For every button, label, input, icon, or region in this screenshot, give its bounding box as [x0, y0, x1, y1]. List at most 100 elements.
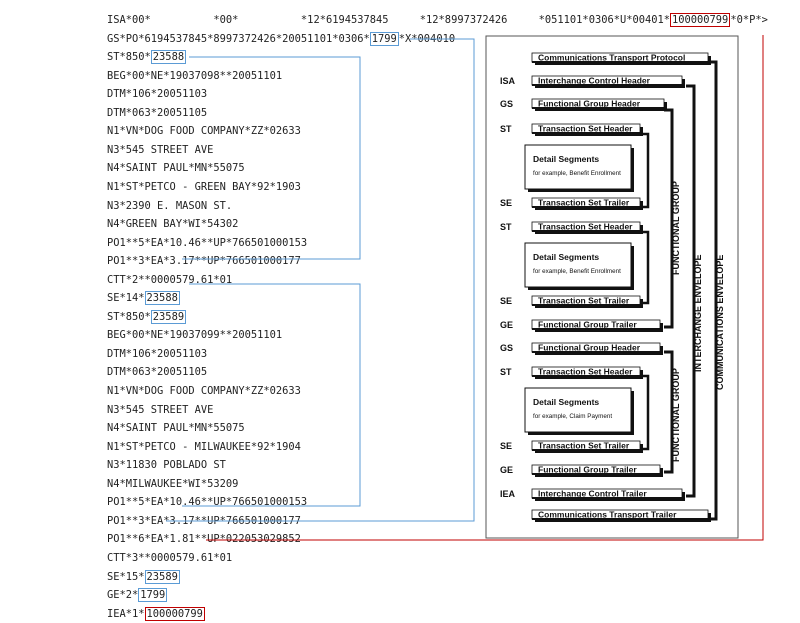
edi-segment-line: DTM*063*20051105 [107, 106, 208, 119]
segment-bar-ge-label: Functional Group Trailer [538, 465, 637, 475]
edi-segment-line: GE*2*1799 [107, 586, 168, 605]
control-number-highlight: 23589 [150, 309, 187, 324]
segment-bar-st-label: Transaction Set Header [538, 222, 633, 232]
edi-envelope-diagram: Communications Transport ProtocolCommuni… [166, 35, 764, 541]
control-number-highlight: 23588 [144, 291, 180, 306]
segment-code-ge: GE [500, 465, 513, 475]
segment-code-st: ST [500, 124, 512, 134]
segment-bar-se-label: Transaction Set Trailer [538, 296, 630, 306]
edi-segment-line: DTM*106*20051103 [107, 347, 208, 360]
communications-envelope-rail [708, 60, 718, 521]
edi-segment-line: N1*VN*DOG FOOD COMPANY*ZZ*02633 [107, 125, 301, 138]
edi-segment-line: SE*15*23589 [107, 568, 180, 587]
segment-bar-st-label: Transaction Set Header [538, 367, 633, 377]
edi-segment-line: N4*SAINT PAUL*MN*55075 [107, 162, 245, 175]
edi-segment-line: N1*ST*PETCO - MILWAUKEE*92*1904 [107, 440, 301, 453]
edi-segment-text: ST*850* [107, 310, 151, 323]
segment-bar-st-label: Transaction Set Header [538, 124, 633, 134]
edi-segment-line: DTM*106*20051103 [107, 88, 208, 101]
edi-segment-line: BEG*00*NE*19037099**20051101 [107, 329, 283, 342]
transaction-set-2-rail [640, 230, 650, 305]
edi-segment-line: BEG*00*NE*19037098**20051101 [107, 69, 283, 82]
segment-code-gs: GS [500, 343, 513, 353]
edi-segment-line: PO1**5*EA*10.46**UP*766501000153 [107, 496, 308, 509]
transaction-23588-link [182, 56, 361, 260]
envelope-structure-diagram: Communications Transport ProtocolCommuni… [485, 35, 739, 539]
detail-segments-example: for example, Claim Payment [533, 413, 612, 420]
detail-segments-box [524, 387, 632, 433]
control-number-highlight: 100000799 [670, 13, 731, 27]
control-number-highlight: 23588 [150, 50, 187, 65]
functional-group-label: FUNCTIONAL GROUP [671, 181, 681, 275]
communications-envelope-label: COMMUNICATIONS ENVELOPE [715, 255, 725, 390]
edi-segment-text: ISA*00* *00* *12*6194537845 *12*89973724… [107, 14, 671, 26]
edi-segment-text: GS*PO*6194537845*8997372426*20051101*030… [107, 32, 370, 45]
interchange-envelope-rail [686, 84, 696, 498]
detail-segments-box [524, 242, 632, 288]
control-number-highlight: 100000799 [144, 606, 205, 621]
edi-segment-line: SE*14*23588 [107, 289, 180, 308]
transaction-set-3-rail [640, 374, 650, 451]
edi-segment-line: N4*MILWAUKEE*WI*53209 [107, 477, 239, 490]
segment-bar-se-label: Transaction Set Trailer [538, 441, 630, 451]
detail-segments-example: for example, Benefit Enrollment [533, 268, 621, 275]
edi-segment-line: N4*SAINT PAUL*MN*55075 [107, 422, 245, 435]
control-number-highlight: 1799 [369, 31, 399, 46]
segment-code-st: ST [500, 222, 512, 232]
edi-segment-line: ST*850*23589 [107, 308, 187, 327]
edi-segment-text: SE*14* [107, 292, 145, 305]
communications-transport-protocol-label: Communications Transport Protocol [538, 53, 685, 63]
edi-segment-line: DTM*063*20051105 [107, 366, 208, 379]
edi-segment-text: SE*15* [107, 570, 145, 583]
communications-transport-trailer-label: Communications Transport Trailer [538, 510, 677, 520]
edi-segment-line: ST*850*23588 [107, 48, 187, 67]
control-number-highlight: 23589 [144, 569, 180, 584]
segment-code-ge: GE [500, 320, 513, 330]
detail-segments-title: Detail Segments [533, 154, 599, 164]
edi-segment-line: N1*VN*DOG FOOD COMPANY*ZZ*02633 [107, 385, 301, 397]
segment-bar-gs-label: Functional Group Header [538, 343, 641, 353]
detail-segments-title: Detail Segments [533, 252, 599, 262]
functional-group-2-rail [664, 350, 674, 474]
transaction-set-1-rail [640, 132, 650, 209]
edi-transaction-listing: ISA*00* *00* *12*6194537845 *12*89973724… [107, 11, 768, 621]
functional-group-label: FUNCTIONAL GROUP [671, 368, 681, 462]
segment-bar-ge-label: Functional Group Trailer [538, 320, 637, 330]
segment-code-iea: IEA [500, 489, 516, 499]
edi-segment-line: N4*GREEN BAY*WI*54302 [107, 218, 239, 231]
segment-code-se: SE [500, 198, 512, 208]
segment-bar-gs-label: Functional Group Header [538, 99, 641, 109]
edi-segment-line: GS*PO*6194537845*8997372426*20051101*030… [107, 30, 455, 49]
functional-group-1799-link [166, 38, 475, 522]
segment-code-isa: ISA [500, 76, 516, 86]
edi-segment-line: CTT*3**0000579.61*01 [107, 551, 233, 564]
edi-segment-line: IEA*1*100000799 [107, 605, 205, 623]
segment-code-st: ST [500, 367, 512, 377]
edi-segment-line: ISA*00* *00* *12*6194537845 *12*89973724… [107, 11, 768, 30]
interchange-100000799-link [206, 35, 764, 541]
edi-segment-line: N3*545 STREET AVE [107, 143, 214, 156]
control-number-highlight: 1799 [138, 588, 168, 603]
edi-segment-text: ST*850* [107, 51, 151, 64]
segment-code-gs: GS [500, 99, 513, 109]
segment-code-se: SE [500, 441, 512, 451]
edi-segment-line: PO1**3*EA*3.17**UP*766501000177 [107, 255, 301, 268]
detail-segments-title: Detail Segments [533, 397, 599, 407]
edi-segment-text: IEA*1* [107, 607, 145, 620]
segment-connector-lines [166, 35, 764, 541]
segment-bar-se-label: Transaction Set Trailer [538, 198, 630, 208]
functional-group-1-rail [664, 108, 674, 329]
edi-segment-text: GE*2* [107, 589, 139, 602]
interchange-envelope-label: INTERCHANGE ENVELOPE [693, 254, 703, 372]
edi-segment-line: N3*11830 POBLADO ST [107, 459, 226, 472]
segment-bar-isa-label: Interchange Control Header [538, 76, 651, 86]
edi-segment-line: PO1**5*EA*10.46**UP*766501000153 [107, 236, 308, 249]
edi-segment-line: PO1**6*EA*1.81**UP*022053029852 [107, 533, 301, 546]
edi-segment-text: *0*P*> [730, 14, 768, 26]
detail-segments-example: for example, Benefit Enrollment [533, 170, 621, 177]
segment-code-se: SE [500, 296, 512, 306]
detail-segments-box [524, 144, 632, 190]
transaction-23589-link [182, 283, 361, 507]
edi-segment-line: CTT*2**0000579.61*01 [107, 273, 233, 286]
edi-segment-line: N3*545 STREET AVE [107, 403, 214, 416]
